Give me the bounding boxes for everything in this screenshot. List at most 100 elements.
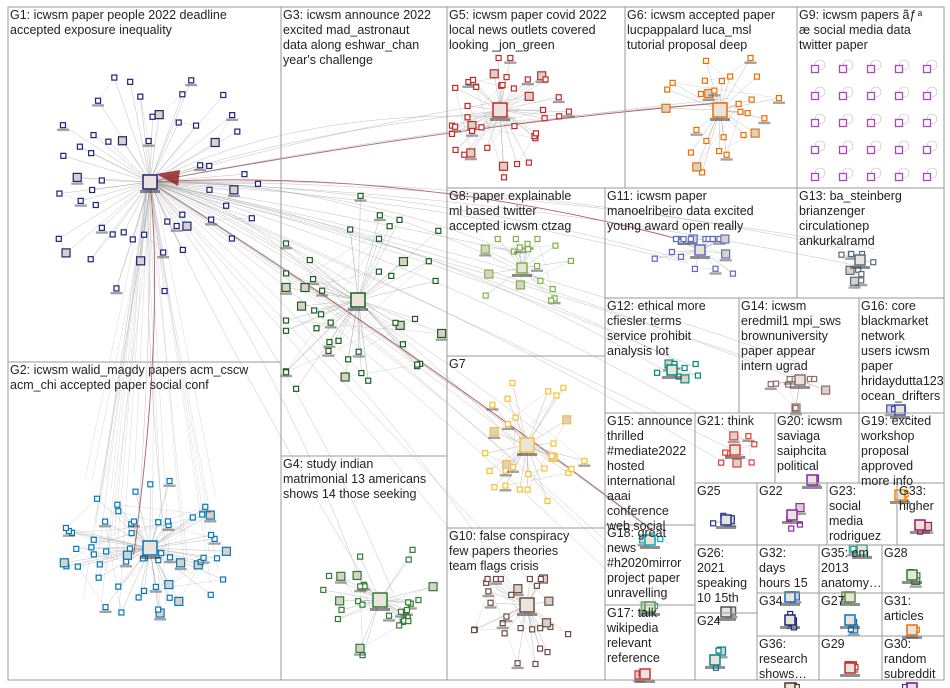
node bbox=[357, 583, 364, 590]
hub-node-g31 bbox=[906, 624, 918, 636]
node bbox=[480, 244, 490, 254]
node bbox=[866, 91, 876, 101]
node bbox=[137, 93, 144, 100]
node bbox=[811, 375, 818, 383]
node bbox=[533, 582, 541, 589]
node bbox=[392, 319, 399, 326]
node bbox=[894, 118, 904, 128]
hub-node-g22 bbox=[786, 509, 798, 521]
node bbox=[484, 575, 491, 583]
node bbox=[489, 401, 496, 408]
node bbox=[399, 341, 406, 348]
node bbox=[744, 110, 751, 117]
group-label-g22: G22 bbox=[759, 484, 783, 498]
edge-bundle bbox=[156, 170, 180, 186]
node bbox=[448, 130, 456, 138]
node bbox=[691, 265, 698, 273]
node bbox=[61, 248, 71, 258]
node bbox=[565, 108, 573, 115]
node bbox=[542, 76, 549, 83]
node bbox=[357, 192, 364, 199]
hub-node-g19 bbox=[894, 489, 906, 501]
node bbox=[405, 618, 412, 625]
node bbox=[461, 151, 468, 158]
node bbox=[403, 606, 411, 614]
node bbox=[164, 579, 174, 590]
node bbox=[729, 431, 739, 441]
node bbox=[745, 433, 752, 440]
node bbox=[788, 525, 795, 532]
node bbox=[345, 356, 352, 363]
hub-node-g25 bbox=[720, 514, 732, 526]
node bbox=[405, 556, 412, 563]
node bbox=[532, 660, 539, 668]
node bbox=[405, 599, 412, 606]
node bbox=[560, 384, 567, 391]
hub-node-g8 bbox=[516, 262, 528, 274]
node bbox=[894, 172, 904, 182]
node bbox=[122, 550, 133, 560]
group-label-g33: G33:higher bbox=[899, 484, 934, 513]
node bbox=[657, 535, 664, 543]
node bbox=[293, 385, 300, 392]
node bbox=[149, 113, 156, 120]
node bbox=[127, 78, 134, 85]
node bbox=[175, 119, 182, 126]
node bbox=[98, 177, 105, 184]
node bbox=[484, 144, 491, 151]
node bbox=[397, 608, 405, 615]
node bbox=[721, 249, 731, 259]
node bbox=[325, 572, 333, 580]
node bbox=[568, 465, 575, 473]
node bbox=[409, 546, 416, 553]
node bbox=[179, 91, 186, 98]
node bbox=[537, 71, 547, 81]
node bbox=[680, 235, 687, 243]
node bbox=[654, 369, 661, 376]
node bbox=[282, 317, 290, 324]
node bbox=[539, 106, 547, 114]
node bbox=[544, 596, 554, 606]
node bbox=[388, 272, 395, 280]
group-box-g2 bbox=[7, 361, 282, 681]
node bbox=[145, 137, 152, 145]
node bbox=[500, 174, 508, 181]
node bbox=[220, 91, 227, 99]
hub-node-g7 bbox=[519, 437, 535, 453]
node bbox=[866, 64, 876, 74]
node bbox=[128, 530, 135, 537]
node bbox=[866, 118, 876, 128]
node bbox=[105, 138, 112, 145]
node bbox=[229, 185, 239, 195]
node bbox=[556, 113, 563, 120]
group-box-g35 bbox=[818, 544, 883, 594]
node bbox=[118, 609, 125, 616]
node bbox=[482, 292, 489, 299]
node bbox=[210, 137, 220, 148]
node bbox=[495, 54, 502, 62]
node bbox=[715, 647, 722, 654]
node bbox=[512, 414, 519, 421]
node bbox=[161, 287, 168, 295]
node bbox=[411, 315, 419, 323]
node bbox=[166, 477, 173, 485]
node bbox=[335, 337, 342, 344]
node bbox=[492, 575, 500, 583]
node bbox=[555, 94, 562, 101]
node bbox=[73, 545, 80, 552]
hub-node-g35 bbox=[844, 591, 856, 603]
node bbox=[213, 555, 221, 562]
node bbox=[702, 57, 710, 64]
node bbox=[672, 235, 680, 243]
node bbox=[507, 54, 514, 62]
node bbox=[553, 392, 560, 399]
node bbox=[175, 558, 186, 568]
node bbox=[311, 307, 318, 314]
